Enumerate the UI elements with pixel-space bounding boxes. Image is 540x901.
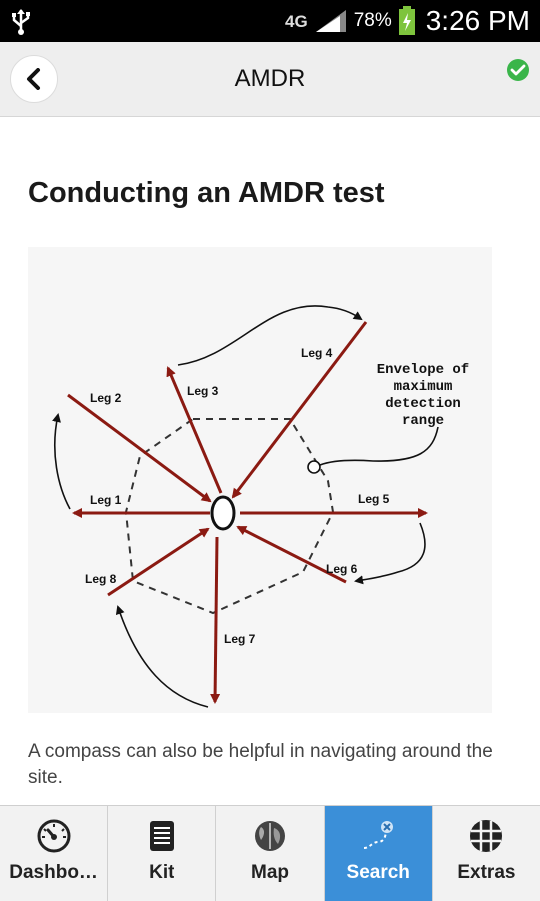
dashboard-gauge-icon — [37, 819, 71, 853]
app-header: AMDR — [0, 42, 540, 117]
leg-3-label: Leg 3 — [187, 384, 219, 398]
leg-1-label: Leg 1 — [90, 493, 122, 507]
curve-arrow-bottom — [115, 605, 209, 708]
leg-2-arrow — [67, 393, 212, 503]
caption-text: A compass can also be helpful in navigat… — [28, 741, 493, 788]
envelope-label-line-3: detection — [385, 396, 461, 412]
envelope-pointer-circle — [307, 460, 321, 474]
tab-dashboard[interactable]: Dashbo… — [0, 806, 109, 901]
leg-8-arrow — [107, 527, 210, 597]
back-button[interactable] — [10, 55, 58, 103]
tab-search[interactable]: Search — [324, 806, 433, 901]
envelope-label-line-1: Envelope of — [377, 362, 469, 378]
envelope-label-line-4: range — [402, 413, 444, 429]
tab-extras-label: Extras — [457, 862, 516, 883]
usb-icon — [12, 9, 30, 35]
map-icon — [255, 821, 285, 851]
content-area[interactable]: Conducting an AMDR test — [0, 117, 540, 805]
leg-3-arrow — [166, 366, 223, 494]
tab-search-label: Search — [346, 862, 410, 883]
tab-kit-label: Kit — [149, 862, 175, 883]
leg-8-label: Leg 8 — [85, 572, 117, 586]
tab-kit[interactable]: Kit — [108, 806, 217, 901]
signal-icon — [315, 10, 346, 32]
amdr-diagram: Leg 1 Leg 2 Leg 3 Leg 4 Leg 5 Leg 6 Leg … — [28, 247, 492, 713]
tab-dashboard-label: Dashbo… — [9, 862, 98, 883]
curve-arrow-left — [52, 413, 71, 510]
leg-4-label: Leg 4 — [301, 346, 333, 360]
tab-map[interactable]: Map — [216, 806, 325, 901]
leg-4-arrow — [231, 321, 368, 499]
curve-arrow-top — [177, 305, 363, 366]
chevron-left-icon — [27, 68, 40, 90]
envelope-label-line-2: maximum — [394, 379, 453, 395]
start-point-marker — [210, 495, 236, 531]
search-path-icon — [364, 821, 394, 849]
bottom-tab-bar: Dashbo… Kit Map Search — [0, 805, 540, 901]
leg-7-label: Leg 7 — [224, 632, 256, 646]
tab-map-label: Map — [251, 862, 289, 883]
leg-7-arrow — [210, 536, 221, 704]
leg-5-label: Leg 5 — [358, 492, 390, 506]
leg-2-label: Leg 2 — [90, 391, 122, 405]
leg-6-label: Leg 6 — [326, 562, 358, 576]
clock: 3:26 PM — [425, 5, 530, 36]
page-title: Conducting an AMDR test — [28, 177, 385, 209]
tab-extras[interactable]: Extras — [433, 806, 540, 901]
page-header-title: AMDR — [234, 65, 306, 92]
leg-6-arrow — [236, 525, 347, 584]
kit-list-icon — [149, 821, 174, 851]
extras-grid-icon — [470, 820, 503, 852]
status-bar: 4G 78% 3:26 PM — [0, 0, 540, 42]
network-type: 4G — [285, 11, 308, 31]
battery-charging-icon — [398, 6, 415, 35]
curve-arrow-right — [354, 522, 426, 585]
checkmark-circle-icon — [507, 59, 529, 81]
detection-envelope-octagon — [124, 418, 335, 615]
envelope-pointer-line — [319, 426, 439, 466]
battery-percent: 78% — [353, 10, 392, 31]
